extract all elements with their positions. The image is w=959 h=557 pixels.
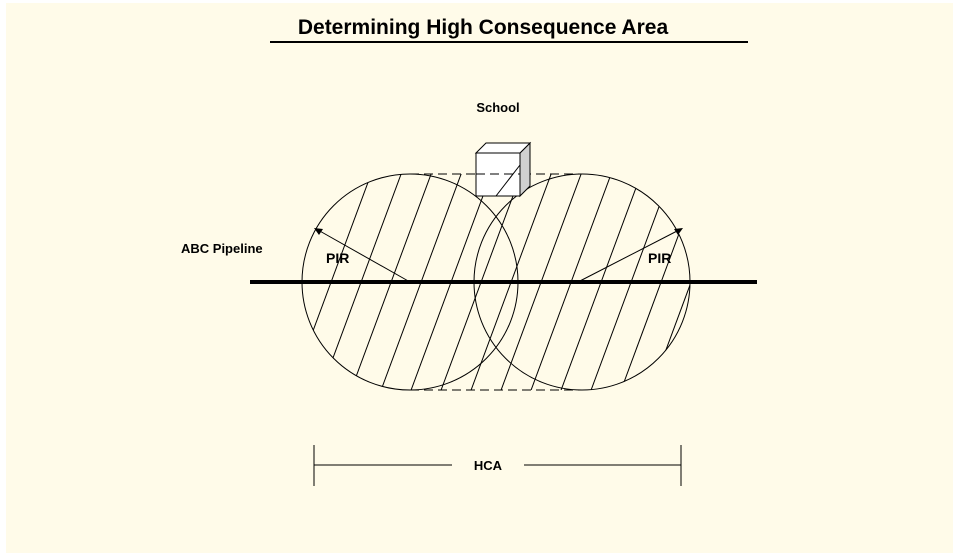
pir-label-right: PIR	[648, 250, 671, 266]
school-building-icon	[474, 141, 532, 198]
hca-dimension-line	[313, 445, 682, 486]
pir-radius-right	[577, 228, 683, 283]
diagram-title: Determining High Consequence Area	[298, 16, 669, 39]
pipeline-label: ABC Pipeline	[181, 241, 263, 256]
diagram-canvas	[6, 3, 953, 553]
hatch-pattern	[302, 174, 690, 390]
school-label: School	[476, 100, 519, 115]
pir-radius-left	[314, 228, 411, 283]
hca-label: HCA	[474, 458, 503, 473]
pir-label-left: PIR	[326, 250, 349, 266]
